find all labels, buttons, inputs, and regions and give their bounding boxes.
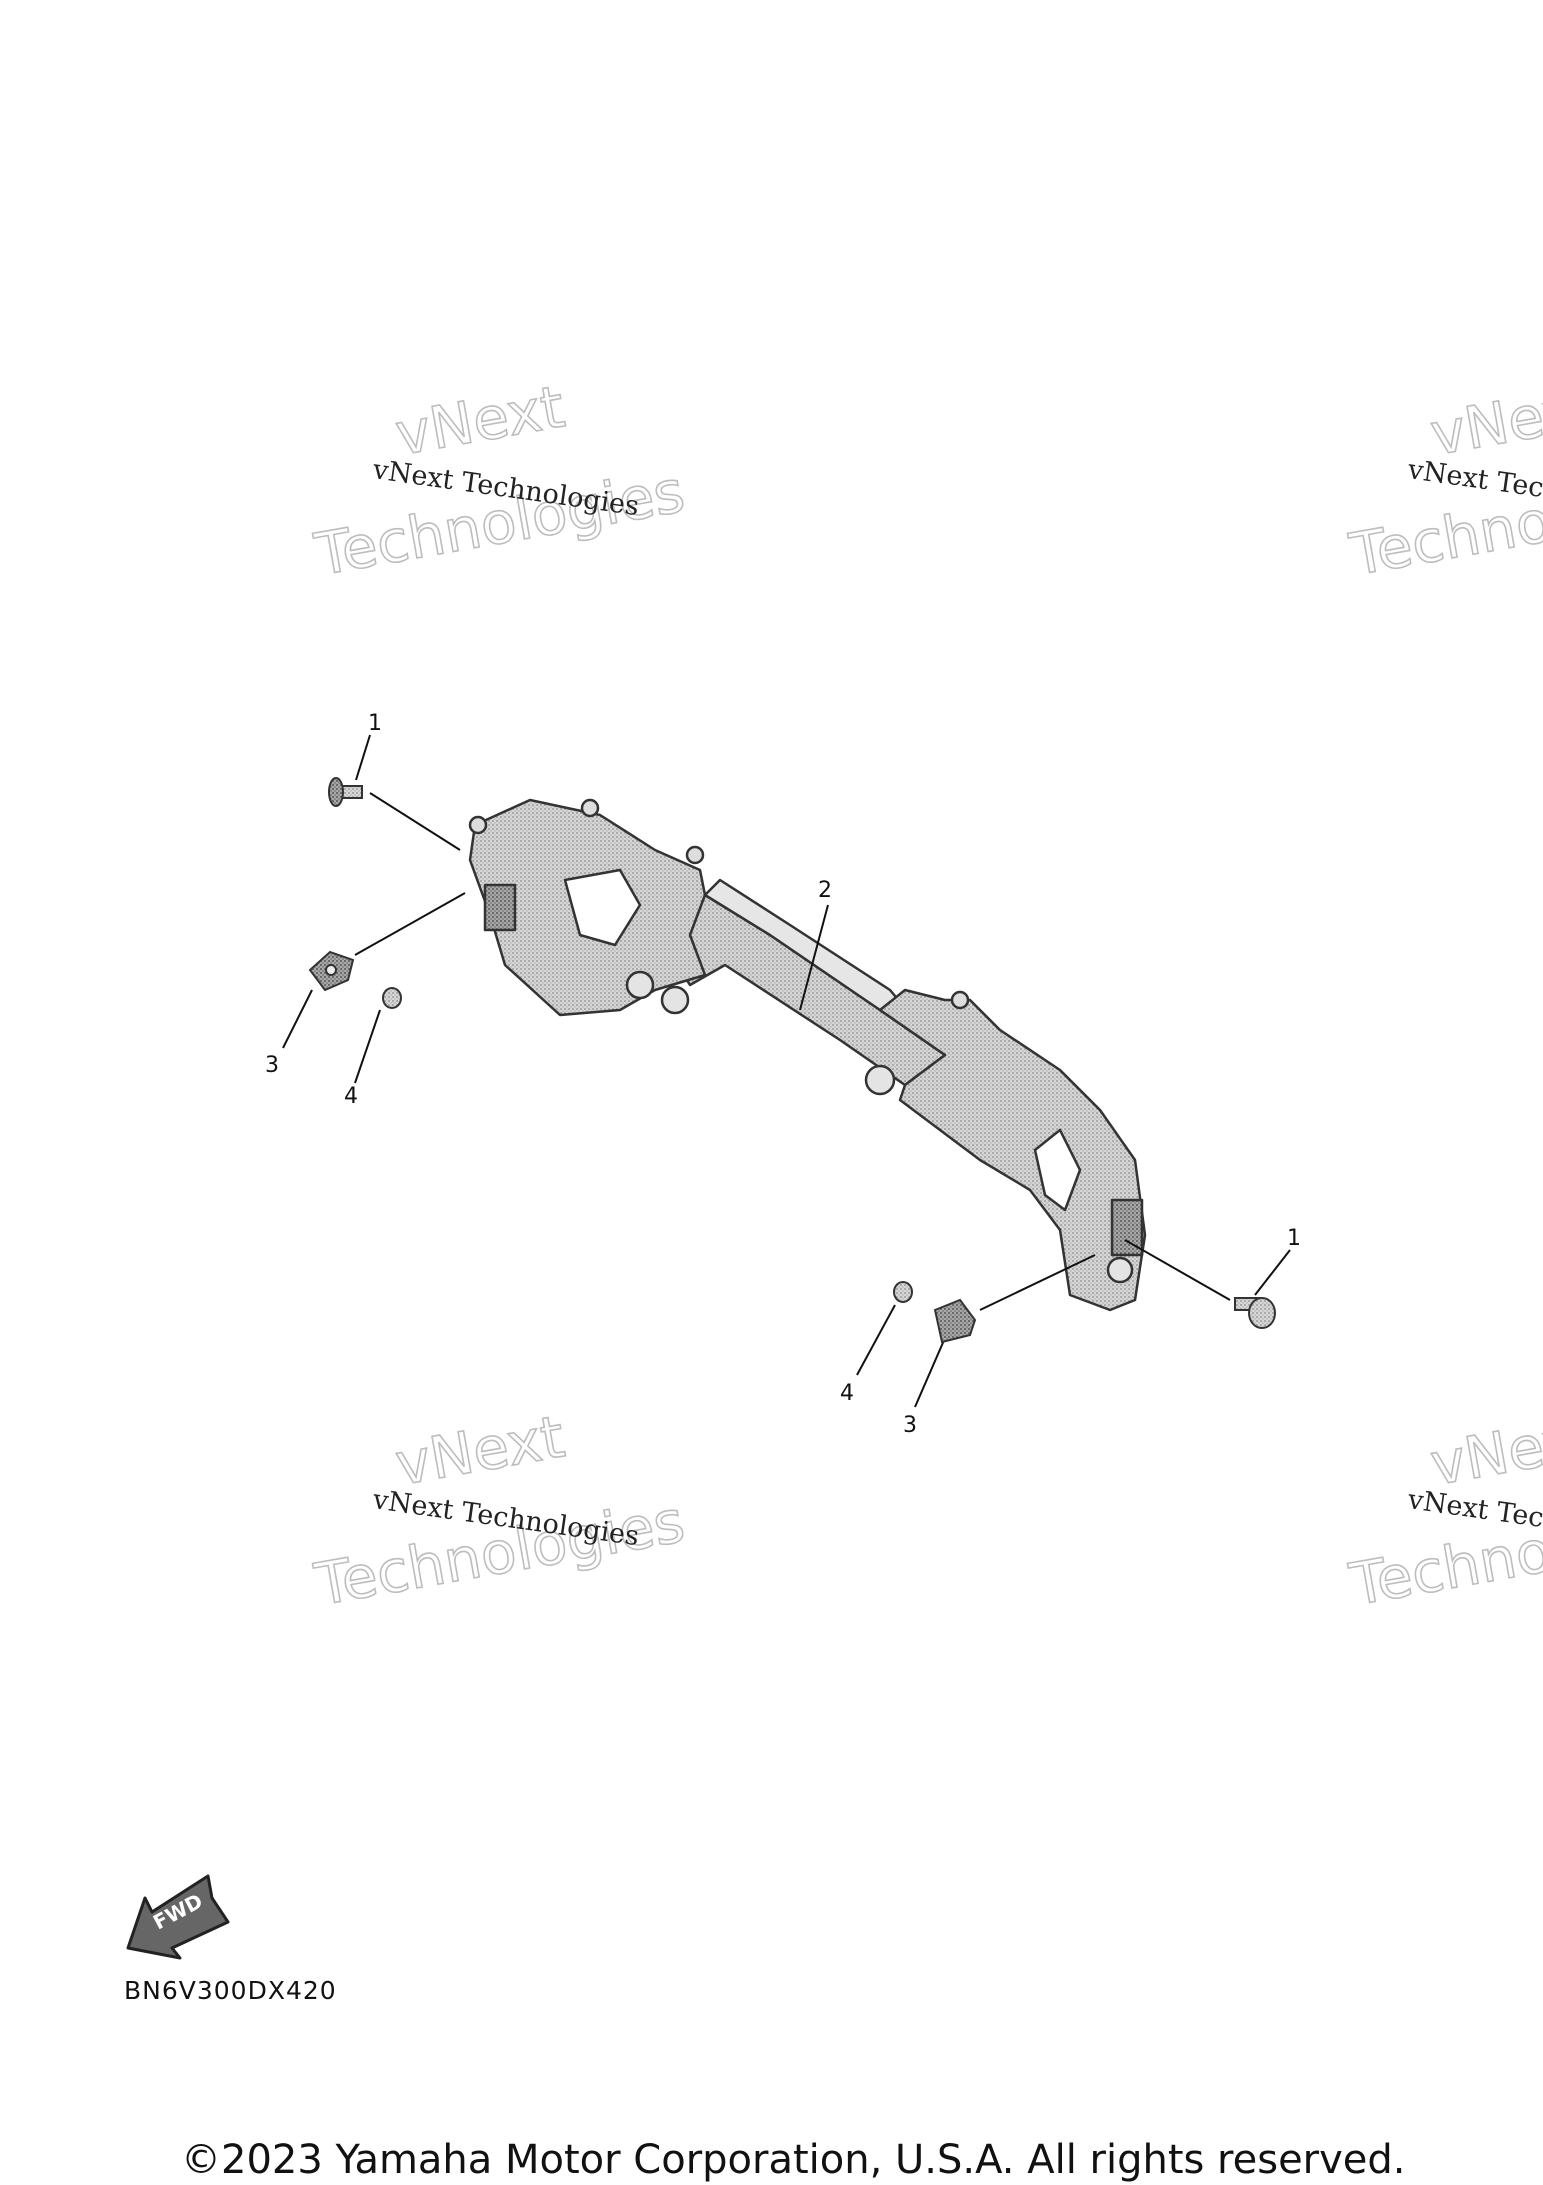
frame-crossmember [468, 798, 1147, 1312]
washer-left-ring [382, 987, 402, 1009]
bolt-right-head [1248, 1297, 1276, 1329]
bolt-left-head [328, 777, 344, 807]
right-stud [950, 990, 970, 1010]
washer-right-ring [893, 1281, 913, 1303]
left-bracket-dark-plate [483, 883, 517, 932]
left-stud-3 [685, 845, 705, 865]
bolt-right [1234, 1297, 1276, 1329]
right-boss [864, 1064, 896, 1096]
leader-callout-2 [799, 904, 829, 1011]
leader-lines [282, 734, 1291, 1408]
leader-callout-3-right [914, 1337, 946, 1408]
leader-callout-4-left [354, 1009, 381, 1084]
callout-1-right: 1 [1287, 1226, 1301, 1251]
callout-1-left: 1 [368, 711, 382, 736]
callout-2: 2 [818, 878, 832, 903]
watermark-top-right: vNext Technologies vNext Technologies [1344, 372, 1543, 590]
callout-3-left: 3 [265, 1053, 279, 1078]
fwd-arrow-shape [126, 1874, 230, 1960]
callout-4-left: 4 [344, 1084, 358, 1109]
diagram-code: BN6V300DX420 [124, 1976, 337, 2005]
leader-callout-3-left [282, 989, 313, 1049]
leader-plate-right-to-frame [979, 1254, 1096, 1311]
left-boss-2 [660, 985, 690, 1015]
watermark-big-text-1: vNext [391, 372, 570, 468]
beam-body [653, 893, 947, 1087]
callout-4-right: 4 [840, 1381, 854, 1406]
plate-nut-right-body [933, 1298, 977, 1344]
leader-bolt-left-to-frame [369, 792, 461, 851]
left-boss [625, 970, 655, 1000]
left-bracket-window [563, 868, 642, 947]
plate-nut-left [308, 950, 355, 992]
left-stud [468, 815, 488, 835]
watermark-bottom-right: vNext Technologies vNext Technologies [1344, 1402, 1543, 1620]
leader-plate-left-to-frame [354, 892, 466, 956]
plate-nut-right [933, 1298, 977, 1344]
watermark-bottom-left: vNext Technologies vNext Technologies [309, 1402, 690, 1620]
bolt-left [328, 777, 363, 807]
leader-callout-1-left [355, 734, 371, 781]
washer-left [382, 987, 402, 1009]
callout-3-right: 3 [903, 1413, 917, 1438]
watermark-big-text-1: vNext [391, 1402, 570, 1498]
watermark-big-text-1: vNext [1426, 1402, 1543, 1498]
right-boss-2 [1106, 1256, 1134, 1284]
washer-right [893, 1281, 913, 1303]
right-bracket [878, 988, 1147, 1312]
left-stud-2 [580, 798, 600, 818]
fwd-arrow-icon: FWD [126, 1874, 230, 1960]
leader-callout-4-right [856, 1304, 896, 1376]
copyright-notice: ©2023 Yamaha Motor Corporation, U.S.A. A… [181, 2137, 1406, 2183]
leader-callout-1-right [1254, 1249, 1291, 1296]
plate-nut-left-hole [325, 964, 337, 976]
leader-bolt-right-to-frame [1124, 1239, 1231, 1301]
watermark-big-text-1: vNext [1426, 372, 1543, 468]
watermark-top-left: vNext Technologies vNext Technologies [309, 372, 690, 590]
right-bracket-window [1033, 1128, 1082, 1212]
